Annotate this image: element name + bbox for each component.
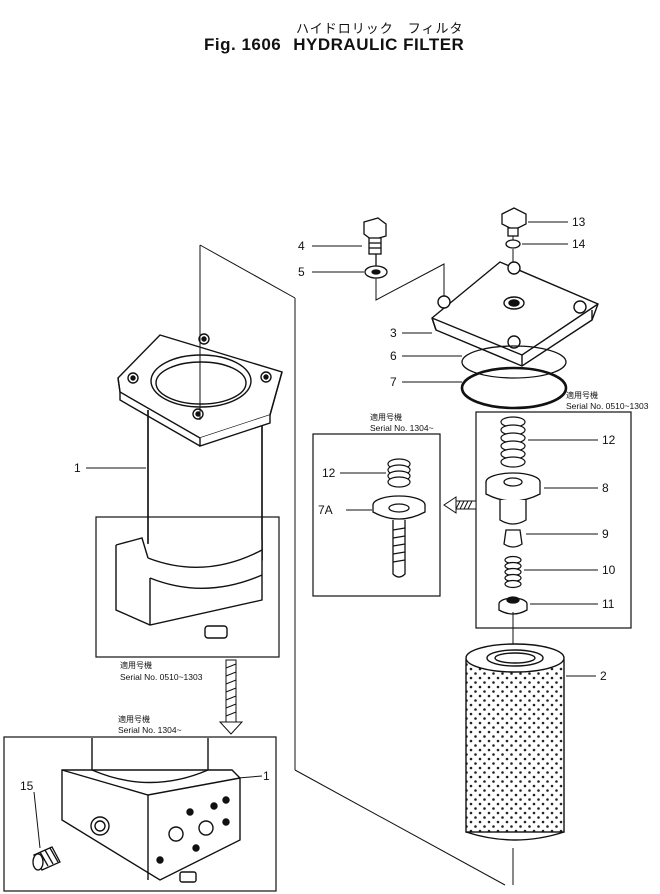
callout-7a: 7A xyxy=(318,503,333,517)
callout-10: 10 xyxy=(602,563,616,577)
note-applicable-jp-mid: 適用号機 xyxy=(370,412,402,422)
callout-9: 9 xyxy=(602,527,609,541)
inset-frame-valve-1304 xyxy=(312,433,441,597)
title-main: Fig. 1606 HYDRAULIC FILTER xyxy=(204,35,464,55)
inset-frame-variant-1304 xyxy=(3,736,277,892)
stopper-part-11 xyxy=(498,596,528,615)
callout-13: 13 xyxy=(572,215,586,229)
valve-part-7a xyxy=(372,495,426,578)
figure-name: HYDRAULIC FILTER xyxy=(293,35,465,54)
filter-element-part-2 xyxy=(465,643,565,885)
note-applicable-jp-bottom: 適用号機 xyxy=(118,714,150,724)
spring-part-10 xyxy=(504,555,522,589)
cover-part-3 xyxy=(431,261,599,367)
callout-14: 14 xyxy=(572,237,586,251)
note-applicable-jp-right: 適用号機 xyxy=(566,390,598,400)
callout-12-variant: 12 xyxy=(322,466,336,480)
note-applicable-jp-left: 適用号機 xyxy=(120,660,152,670)
spring-part-12 xyxy=(500,416,526,468)
arrow-down-to-lower-variant xyxy=(218,659,244,735)
callout-6: 6 xyxy=(390,349,397,363)
o-ring-part-7 xyxy=(460,366,568,410)
callout-5: 5 xyxy=(298,265,305,279)
figure-number: Fig. 1606 xyxy=(204,35,282,54)
callout-11: 11 xyxy=(602,597,615,611)
callout-7: 7 xyxy=(390,375,397,389)
callout-2: 2 xyxy=(600,669,607,683)
note-serial-1304-inset: Serial No. 1304~ xyxy=(370,423,434,433)
poppet-part-9 xyxy=(503,529,523,548)
plug-part-15 xyxy=(32,846,61,871)
callout-15: 15 xyxy=(20,779,34,793)
title-japanese: ハイドロリック フィルタ xyxy=(296,22,464,37)
washer-part-14 xyxy=(505,239,521,249)
valve-body-part-8 xyxy=(485,472,541,525)
note-serial-0510-1303-bottom: Serial No. 0510~1303 xyxy=(120,672,203,682)
arrow-left-to-variant-inset xyxy=(443,496,477,514)
callout-8: 8 xyxy=(602,481,609,495)
bolt-part-4 xyxy=(363,217,387,255)
callout-1-variant: 1 xyxy=(263,769,270,783)
callout-3: 3 xyxy=(390,326,397,340)
o-ring-part-6 xyxy=(461,345,567,379)
inset-frame-valve-assembly xyxy=(475,411,632,629)
guide-lines-left xyxy=(199,244,506,886)
callout-1: 1 xyxy=(74,461,81,475)
inset-frame-lower-housing xyxy=(95,516,280,658)
bolt-part-13 xyxy=(501,207,527,237)
lower-housing-base xyxy=(115,537,263,639)
washer-part-5 xyxy=(364,254,388,279)
spring-part-12-variant xyxy=(387,458,411,488)
callout-4: 4 xyxy=(298,239,305,253)
variant-housing-1304 xyxy=(61,738,241,883)
note-serial-1304-bottom: Serial No. 1304~ xyxy=(118,725,182,735)
callout-12: 12 xyxy=(602,433,616,447)
note-serial-0510-1303-top: Serial No. 0510~1303 xyxy=(566,401,649,411)
